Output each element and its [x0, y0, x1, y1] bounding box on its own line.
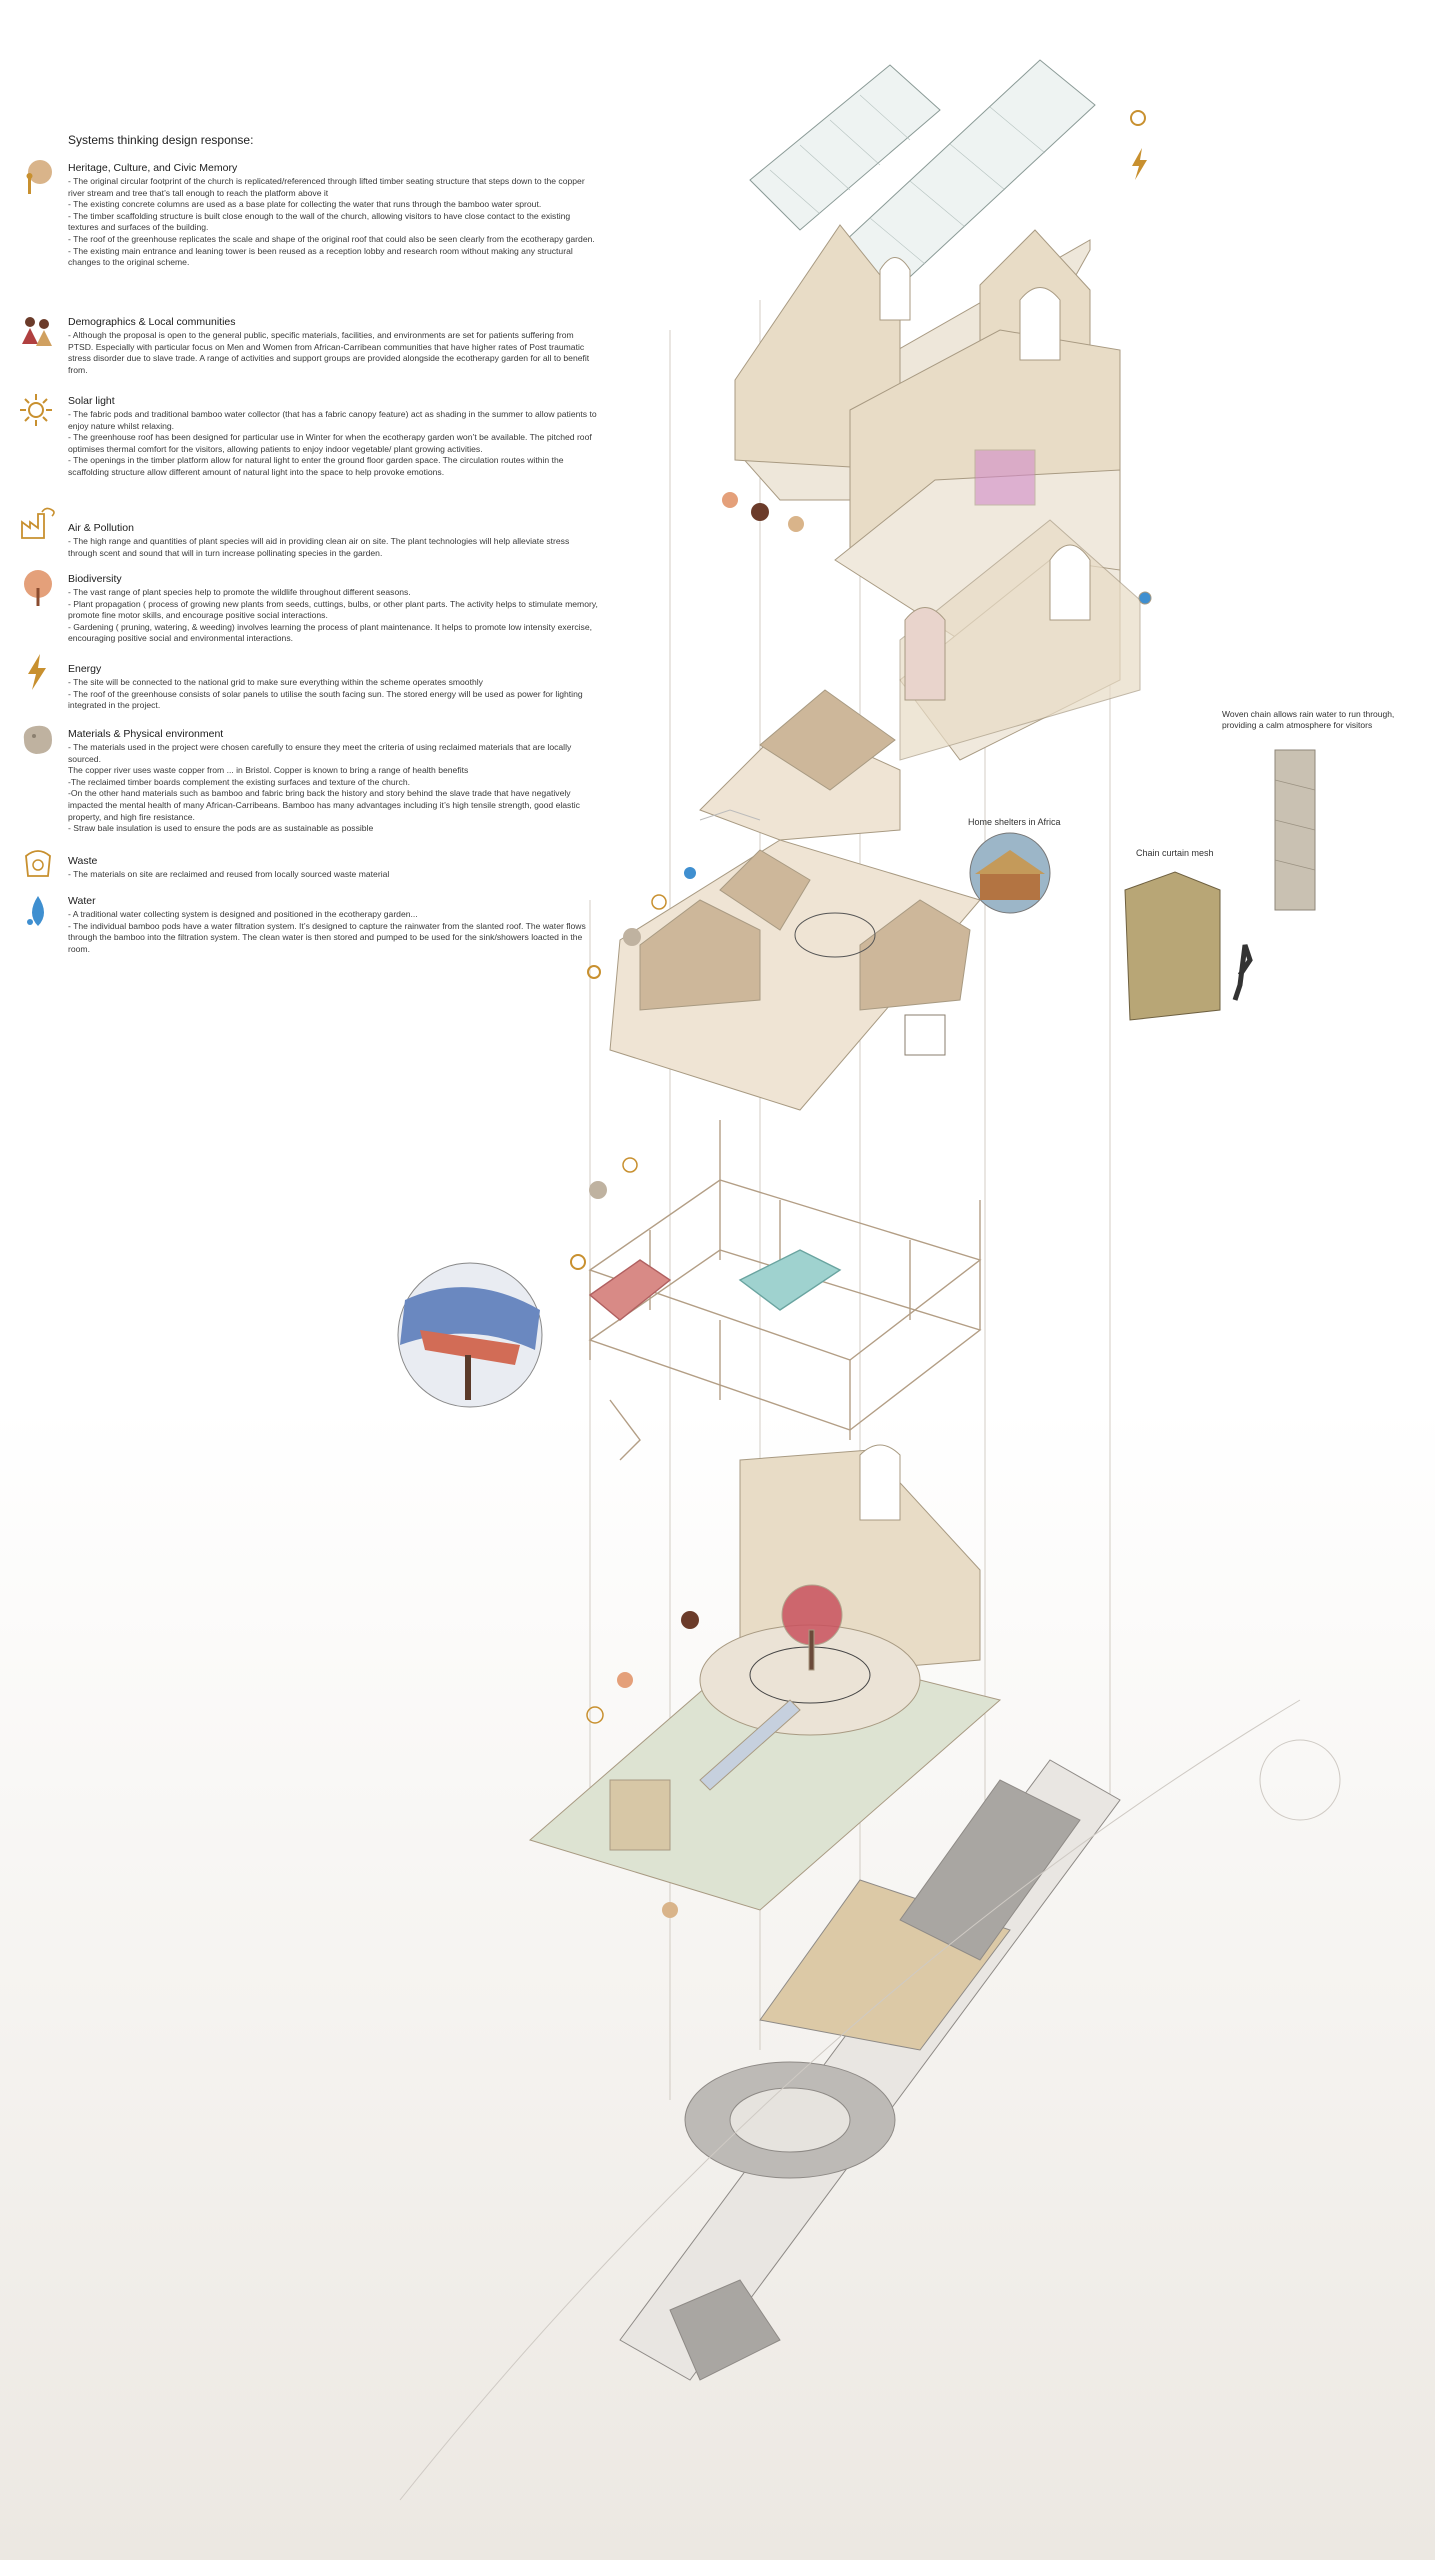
section-title: Solar light	[68, 395, 115, 407]
people-icon	[22, 317, 52, 346]
factory-cloud-icon	[21, 507, 55, 539]
bullet: - The roof of the greenhouse consists of…	[68, 688, 583, 711]
bullet: - Although the proposal is open to the g…	[68, 330, 590, 375]
section-waste: Waste - The materials on site are reclai…	[68, 855, 598, 881]
lightning-icon	[1132, 148, 1147, 180]
bullet: - The fabric pods and traditional bamboo…	[68, 409, 597, 431]
woven-chain-label: Woven chain allows rain water to run thr…	[1222, 709, 1395, 730]
church-upper-level	[734, 224, 1121, 641]
bullet: - Straw bale insulation is used to ensur…	[68, 823, 374, 834]
recycle-bag-icon	[622, 1157, 638, 1173]
bullet: - The openings in the timber platform al…	[68, 455, 564, 477]
water-drop-icon	[27, 896, 44, 926]
people-icon	[751, 503, 769, 521]
section-title: Demographics & Local communities	[68, 316, 236, 328]
section-title: Materials & Physical environment	[68, 728, 224, 740]
bullet: - The timber scaffolding structure is bu…	[68, 210, 571, 233]
bullet: - The roof of the greenhouse replicates …	[68, 233, 595, 244]
panel-title: Systems thinking design response:	[68, 133, 254, 147]
site-plan	[399, 1699, 1341, 2501]
lightning-icon	[28, 654, 46, 690]
bamboo-pods-level	[609, 689, 981, 1111]
home-shelters-label: Home shelters in Africa	[968, 817, 1061, 827]
bullet: - The materials used in the project were…	[68, 742, 572, 764]
ecotherapy-garden	[528, 1444, 1002, 1911]
bullet: - Plant propagation ( process of growing…	[68, 598, 598, 621]
bullet: - A traditional water collecting system …	[68, 909, 418, 919]
section-title: Waste	[68, 855, 98, 867]
section-water: Water - A traditional water collecting s…	[68, 895, 598, 955]
heritage-icon	[26, 160, 52, 194]
people-icon	[681, 1611, 699, 1629]
bullet: - The existing concrete columns are used…	[68, 199, 542, 210]
heritage-icon	[788, 516, 804, 532]
bullet: - The greenhouse roof has been designed …	[68, 432, 592, 454]
bullet: -The reclaimed timber boards complement …	[68, 776, 411, 787]
bullet: - The vast range of plant species help t…	[68, 587, 411, 597]
bullet: - The individual bamboo pods have a wate…	[68, 920, 586, 954]
bullet: - Gardening ( pruning, watering, & weedi…	[68, 621, 593, 644]
section-title: Heritage, Culture, and Civic Memory	[68, 162, 238, 174]
heritage-icon	[662, 1902, 678, 1918]
tree-icon	[617, 1672, 633, 1688]
water-drop-icon	[1138, 591, 1152, 605]
home-shelter-photo	[969, 832, 1051, 914]
section-title: Energy	[68, 663, 102, 675]
bullet: - The materials on site are reclaimed an…	[68, 869, 390, 879]
section-air: Air & Pollution - The high range and qua…	[68, 522, 598, 559]
section-title: Air & Pollution	[68, 522, 134, 534]
recycle-bag-icon	[25, 850, 51, 877]
tree-icon	[722, 492, 738, 508]
greenhouse-roof	[749, 59, 1096, 301]
section-biodiversity: Biodiversity - The vast range of plant s…	[68, 573, 598, 645]
church-lower-level	[899, 519, 1152, 761]
recycle-bag-icon	[651, 894, 667, 910]
sun-icon	[570, 110, 1146, 1270]
bullet: - The existing main entrance and leaning…	[68, 245, 573, 268]
section-title: Biodiversity	[68, 573, 122, 585]
bullet: - The site will be connected to the nati…	[68, 677, 483, 687]
section-title: Water	[68, 895, 96, 907]
chain-curtain-mesh	[1124, 871, 1253, 1021]
timber-scaffolding	[588, 1120, 982, 1461]
section-energy: Energy - The site will be connected to t…	[68, 663, 598, 712]
tree-icon	[24, 570, 52, 606]
stone-icon	[623, 928, 641, 946]
bullet: - The high range and quantities of plant…	[68, 536, 570, 558]
bullet: - The original circular footprint of the…	[68, 176, 585, 198]
section-demographics: Demographics & Local communities - Altho…	[68, 316, 598, 376]
sun-icon	[20, 394, 52, 426]
fabric-canopy-detail	[397, 1262, 543, 1408]
woven-chain	[1274, 749, 1316, 911]
stone-icon	[589, 1181, 607, 1199]
chain-curtain-label: Chain curtain mesh	[1136, 848, 1214, 858]
stone-icon	[23, 725, 52, 754]
section-materials: Materials & Physical environment - The m…	[68, 728, 598, 835]
bullet: -On the other hand materials such as bam…	[68, 788, 580, 822]
section-heritage: Heritage, Culture, and Civic Memory - Th…	[68, 162, 598, 269]
factory-cloud-icon	[586, 1706, 604, 1724]
water-drop-icon	[684, 867, 696, 879]
bullet: The copper river uses waste copper from …	[68, 765, 469, 776]
section-solar: Solar light - The fabric pods and tradit…	[68, 395, 598, 479]
